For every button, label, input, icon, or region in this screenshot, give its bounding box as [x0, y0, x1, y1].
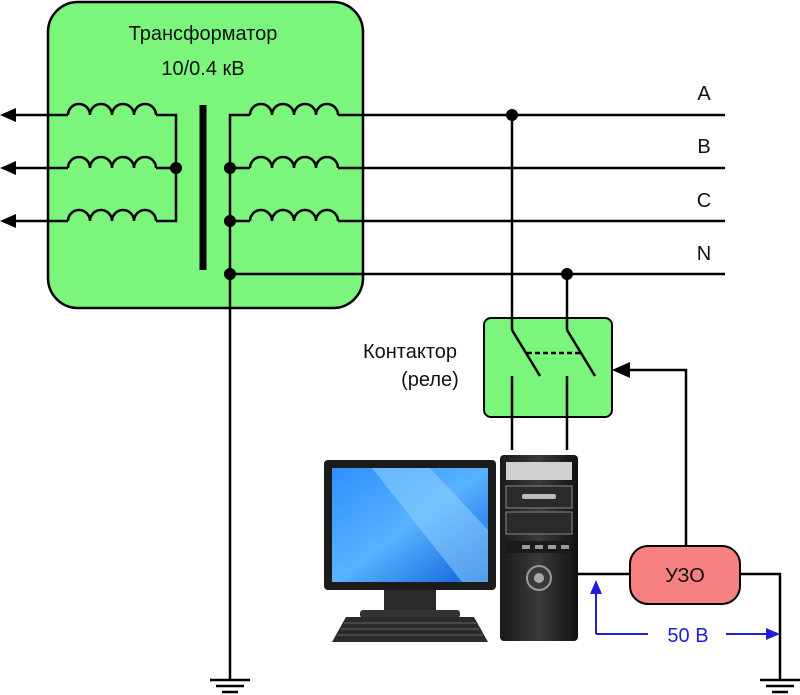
secondary-node-c — [224, 215, 236, 227]
secondary-windings — [228, 102, 725, 680]
transformer-rating: 10/0.4 кВ — [161, 58, 244, 80]
ground-icon — [210, 678, 250, 694]
voltage-label: 50 В — [667, 625, 708, 647]
primary-star-node — [170, 162, 182, 174]
contactor-label-line1: Контактор — [363, 341, 457, 363]
rcd-box — [629, 545, 741, 605]
primary-arrows — [0, 108, 16, 228]
phase-label-n: N — [697, 243, 711, 265]
ground-icon-right — [760, 678, 800, 694]
primary-windings — [12, 102, 178, 223]
transformer-title: Трансформатор — [129, 23, 278, 45]
pe-wire — [578, 572, 782, 680]
contactor-contacts — [510, 115, 597, 450]
contactor-box — [483, 317, 613, 418]
voltage-indicator — [595, 592, 768, 635]
rcd-label: УЗО — [665, 565, 705, 587]
voltage-arrow-up — [590, 580, 602, 594]
secondary-node-b — [224, 162, 236, 174]
phase-label-c: C — [697, 190, 711, 212]
phase-label-b: B — [697, 136, 710, 158]
phase-lines — [338, 113, 725, 223]
contactor-label-line2: (реле) — [401, 369, 459, 391]
control-wire — [628, 368, 688, 548]
control-arrow — [612, 362, 630, 378]
secondary-node-n — [224, 268, 236, 280]
desktop-computer-icon — [324, 455, 578, 642]
phase-label-a: A — [697, 83, 711, 105]
voltage-arrow-right — [766, 628, 780, 640]
